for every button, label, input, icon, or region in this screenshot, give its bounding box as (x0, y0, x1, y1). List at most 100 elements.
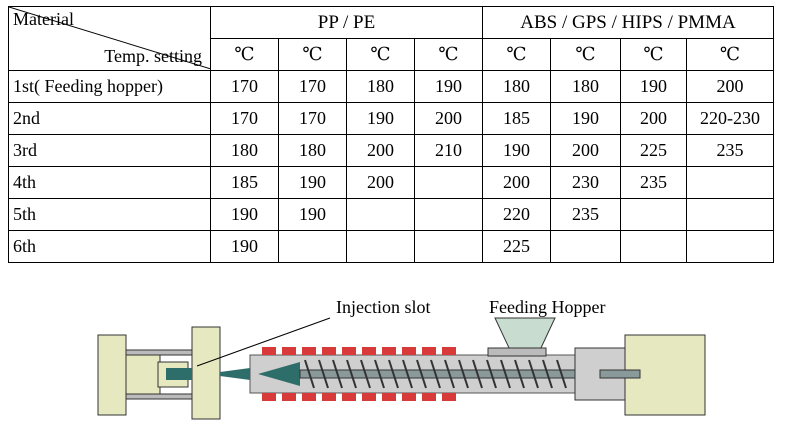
temp-setting-label: Temp. setting (104, 46, 202, 66)
unit-cell: ℃ (346, 38, 415, 71)
unit-cell: ℃ (620, 38, 687, 71)
temperature-cell: 200 (346, 166, 415, 199)
temperature-cell: 180 (278, 134, 347, 167)
screw-flight (444, 359, 455, 389)
heater-band (402, 393, 416, 401)
temperature-cell: 190 (210, 198, 279, 231)
heater-band (342, 393, 356, 401)
temperature-cell: 190 (278, 166, 347, 199)
temperature-cell (620, 230, 687, 263)
diagonal-divider (9, 7, 211, 69)
feeding-hopper-label: Feeding Hopper (489, 297, 606, 317)
temperature-cell: 200 (686, 70, 774, 103)
heater-band (322, 393, 336, 401)
mold-cavity (166, 368, 192, 380)
screw-flight (514, 359, 525, 389)
feeding-hopper (494, 317, 556, 351)
temperature-cell: 190 (346, 102, 415, 135)
row-label: 5th (8, 198, 211, 231)
heater-band (282, 347, 296, 355)
tie-bar (125, 393, 195, 400)
temperature-cell (346, 230, 415, 263)
material-label: Material (13, 9, 74, 29)
screw-flight (542, 359, 553, 389)
temperature-cell: 200 (550, 134, 621, 167)
temperature-cell (414, 198, 483, 231)
drive-rod (599, 369, 641, 379)
temperature-cell: 180 (210, 134, 279, 167)
screw-flights (304, 359, 567, 389)
screw-flight (346, 359, 357, 389)
heater-band (422, 393, 436, 401)
screw-flight (486, 359, 497, 389)
heater-band (382, 393, 396, 401)
temperature-cell: 220 (482, 198, 551, 231)
screw-flight (374, 359, 385, 389)
moving-platen (191, 326, 221, 420)
temperature-table: Material Temp. setting PP / PE ABS / GPS… (8, 6, 774, 263)
temperature-cell: 200 (620, 102, 687, 135)
injection-slot-pointer (196, 317, 331, 367)
temperature-cell: 190 (550, 102, 621, 135)
material-temp-corner-cell: Material Temp. setting (8, 6, 211, 71)
temperature-cell (414, 230, 483, 263)
temperature-cell: 220-230 (686, 102, 774, 135)
heater-band (362, 393, 376, 401)
screw-flight (458, 359, 469, 389)
unit-cell: ℃ (278, 38, 347, 71)
temperature-cell: 235 (620, 166, 687, 199)
temperature-cell (550, 230, 621, 263)
temperature-cell: 190 (278, 198, 347, 231)
temperature-cell: 235 (550, 198, 621, 231)
temperature-cell: 190 (414, 70, 483, 103)
screw-flight (500, 359, 511, 389)
temperature-cell (686, 166, 774, 199)
heater-band (262, 393, 276, 401)
temperature-cell: 200 (414, 102, 483, 135)
injection-machine-diagram: Injection slot Feeding Hopper (0, 290, 793, 427)
temperature-cell: 190 (482, 134, 551, 167)
heater-band (302, 393, 316, 401)
heater-band (342, 347, 356, 355)
heater-bands (262, 347, 456, 401)
screw-flight (528, 359, 539, 389)
temperature-cell: 235 (686, 134, 774, 167)
heater-band (282, 393, 296, 401)
screw-flight (388, 359, 399, 389)
temperature-cell: 200 (482, 166, 551, 199)
row-label: 2nd (8, 102, 211, 135)
screw-flight (402, 359, 413, 389)
screw-flight (304, 359, 315, 389)
unit-cell: ℃ (414, 38, 483, 71)
temperature-cell: 170 (210, 70, 279, 103)
temperature-cell: 180 (346, 70, 415, 103)
heater-band (322, 347, 336, 355)
temperature-cell: 190 (210, 230, 279, 263)
screw-flight (430, 359, 441, 389)
temperature-cell: 170 (278, 70, 347, 103)
unit-cell: ℃ (686, 38, 774, 71)
row-label: 1st( Feeding hopper) (8, 70, 211, 103)
heater-band (382, 347, 396, 355)
temperature-cell: 200 (346, 134, 415, 167)
tie-bar (125, 349, 195, 356)
fixed-platen (97, 334, 127, 416)
temperature-cell: 190 (620, 70, 687, 103)
header-row-units: ℃ ℃ ℃ ℃ ℃ ℃ ℃ ℃ (9, 38, 774, 71)
injection-slot-label: Injection slot (336, 297, 431, 317)
header-row-groups: Material Temp. setting PP / PE ABS / GPS… (8, 6, 774, 71)
screw-flight (416, 359, 427, 389)
mold-block-left (125, 351, 161, 398)
temperature-cell: 225 (482, 230, 551, 263)
heater-band (362, 347, 376, 355)
screw-flight (332, 359, 343, 389)
row-label: 3rd (8, 134, 211, 167)
heater-band (402, 347, 416, 355)
row-label: 4th (8, 166, 211, 199)
group-abs-gps-hips-pmma: ABS / GPS / HIPS / PMMA (482, 6, 774, 39)
screw-flight (556, 359, 567, 389)
